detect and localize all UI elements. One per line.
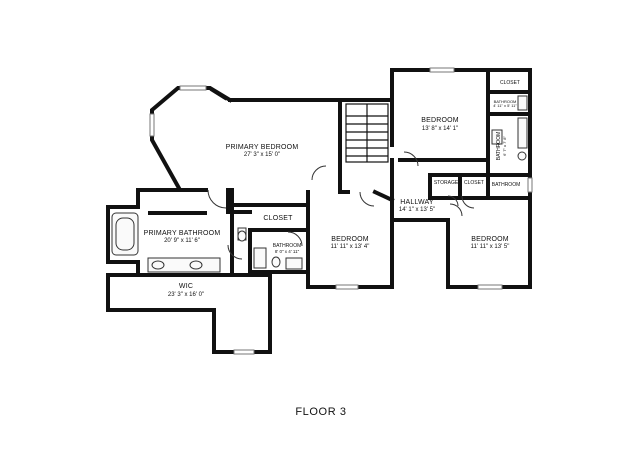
primary-bathroom-walls — [106, 188, 247, 277]
right-bedroom-window — [477, 284, 503, 290]
bathroom-hall-name: BATHROOM — [492, 182, 521, 188]
small-bath-toilet — [271, 256, 281, 268]
hallway-name: HALLWAY — [400, 199, 434, 206]
primary-bedroom-door — [311, 165, 327, 181]
bedroom-center-dims: 11' 11" x 13' 4" — [331, 244, 370, 250]
bedroom-top-dims: 13' 8" x 14' 1" — [422, 126, 458, 132]
bedroom-right-dims: 11' 11" x 13' 5" — [471, 244, 510, 250]
closet-center-name: CLOSET — [263, 215, 293, 222]
toilet-bowl — [237, 230, 247, 242]
hall-storage-walls — [428, 173, 532, 209]
primary-bedroom-dims: 27' 3" x 15' 0" — [244, 152, 280, 158]
hallway-dims: 14' 1" x 13' 5" — [399, 207, 435, 213]
closet-hall-name: CLOSET — [464, 180, 484, 186]
primary-bathroom-dims: 20' 9" x 11' 6" — [164, 238, 200, 244]
wic-dims: 23' 3" x 16' 0" — [168, 292, 204, 298]
storage-name: STORAGE — [434, 180, 459, 186]
primary-bedroom-name: PRIMARY BEDROOM — [226, 144, 299, 151]
bay-window-diag-right — [209, 89, 227, 101]
wic-window — [233, 349, 255, 355]
top-bedroom-door — [403, 151, 419, 167]
primary-bathroom-door — [207, 189, 227, 209]
wc-door — [227, 244, 243, 260]
small-bath-vanity — [285, 257, 303, 270]
floor-label: FLOOR 3 — [295, 406, 346, 418]
bay-window-top — [179, 85, 207, 91]
closet-hall-door — [461, 195, 475, 209]
closet-top-name: CLOSET — [500, 80, 520, 86]
bathtub-basin — [115, 217, 135, 251]
wic-walls — [106, 273, 272, 355]
small-bath-tub — [253, 247, 267, 269]
hall-bath-window — [527, 177, 533, 193]
vertical-bath-vanity — [491, 129, 503, 145]
bay-window-diag-left — [155, 89, 177, 108]
small-bath-door — [287, 231, 303, 247]
bathroom-tiny-name: BATHROOM — [494, 99, 517, 104]
wic-name: WIC — [179, 283, 193, 290]
closet-bath-walls — [230, 203, 310, 274]
primary-bedroom-walls — [149, 85, 342, 194]
bathroom-tiny-dims: 4' 11" x 5' 11" — [493, 103, 517, 108]
storage-door — [447, 195, 459, 207]
bay-window-left — [149, 113, 155, 137]
sink-right — [189, 260, 203, 270]
top-bedroom-walls — [390, 67, 533, 200]
vertical-bath-tub — [517, 117, 528, 149]
vertical-bath-toilet — [517, 151, 527, 161]
vanity — [147, 257, 221, 273]
primary-bathroom-name: PRIMARY BATHROOM — [144, 230, 221, 237]
center-bedroom-walls — [306, 189, 395, 290]
bedroom-right-name: BEDROOM — [471, 236, 509, 243]
sink-left — [151, 260, 165, 270]
bathroom-small-dims: 8' 0" x 4' 11" — [275, 249, 300, 254]
stairs — [338, 98, 394, 163]
bathroom-vertical-name: BATHROOM — [496, 132, 502, 161]
bathroom-small-name: BATHROOM — [273, 243, 302, 249]
bedroom-top-name: BEDROOM — [421, 117, 459, 124]
bedroom-center-name: BEDROOM — [331, 236, 369, 243]
center-bedroom-window — [335, 284, 359, 290]
center-bedroom-door — [359, 191, 375, 207]
tiny-bath-sink — [517, 95, 528, 111]
right-bedroom-walls — [390, 196, 532, 290]
right-bedroom-door — [449, 203, 463, 217]
top-bedroom-window — [429, 67, 455, 73]
bathroom-vertical-dims: 6' 7" x 7' 8" — [502, 136, 507, 156]
